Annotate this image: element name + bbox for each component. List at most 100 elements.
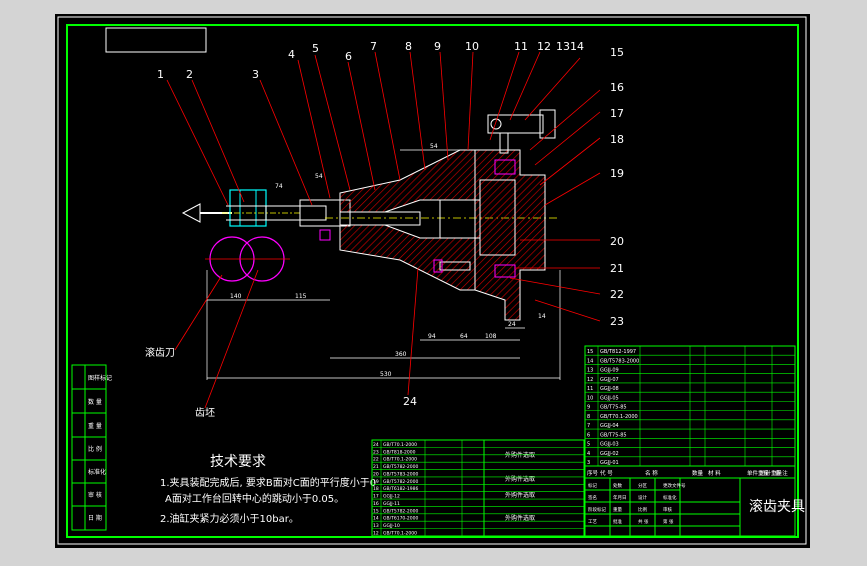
parts-left-index: 18: [373, 486, 379, 492]
parts-header-cell: 代 号: [600, 469, 613, 477]
balloon-10: 10: [465, 40, 479, 53]
parts-right-index: 5: [587, 442, 590, 448]
parts-left-index: 19: [373, 479, 379, 485]
parts-left-code: GB/T6182-1986: [383, 486, 419, 492]
balloon-9: 9: [434, 40, 441, 53]
parts-header-cell: 序号: [587, 469, 599, 477]
balloon-1: 1: [157, 68, 164, 81]
dim-115: 115: [295, 293, 307, 300]
title-block-label: 签名: [588, 494, 597, 501]
parts-right-index: 3: [587, 460, 590, 466]
parts-left-index: 23: [373, 449, 379, 455]
dim-530: 530: [380, 371, 392, 378]
balloon-24: 24: [403, 395, 417, 408]
parts-right-index: 12: [587, 377, 593, 383]
dim-108: 108: [485, 333, 497, 340]
parts-left-code: GB/T5783-2000: [383, 471, 419, 477]
balloon-23: 23: [610, 315, 624, 328]
parts-left-index: 20: [373, 471, 379, 477]
parts-right-index: 13: [587, 368, 593, 374]
code-box: [105, 27, 207, 53]
parts-right-code: GB/T812-1997: [600, 349, 636, 355]
dim-54: 54: [430, 143, 438, 150]
balloon-3: 3: [252, 68, 259, 81]
parts-header-cell: 总计重量: [760, 469, 783, 477]
dim-360: 360: [395, 351, 407, 358]
top-clamp: [487, 109, 556, 154]
parts-right-code: GB/T75-85: [600, 432, 627, 438]
balloon-18: 18: [610, 133, 624, 146]
base-flange: [439, 149, 546, 321]
tech-line-2: A面对工作台回转中心的跳动小于0.05。: [165, 492, 344, 505]
leader-lines: [166, 51, 601, 409]
inner-border: [66, 24, 799, 538]
gear-blank-label: 齿坯: [195, 407, 215, 419]
balloon-7: 7: [370, 40, 377, 53]
hob-label: 滚齿刀: [145, 346, 175, 359]
title-block-label: 标准化: [663, 494, 677, 501]
side-label-4: 比 例: [88, 445, 102, 453]
title-block-label: 审核: [663, 506, 672, 513]
dim-24: 24: [508, 321, 516, 328]
parts-left-code: GGJJ-12: [383, 494, 400, 500]
balloon-17: 17: [610, 107, 624, 120]
dim-64: 64: [460, 333, 468, 340]
model-space-background: [55, 14, 810, 548]
dim-54b: 54: [315, 173, 323, 180]
parts-right-index: 9: [587, 405, 590, 411]
parts-header-cell: 名 称: [645, 469, 658, 477]
parts-left-code: GB/T5782-2000: [383, 464, 419, 470]
balloon-6: 6: [345, 50, 352, 63]
balloon-5: 5: [312, 42, 319, 55]
balloon-12: 12: [537, 40, 551, 53]
dim-140: 140: [230, 293, 242, 300]
outer-frame: [57, 16, 807, 545]
title-block: [584, 477, 796, 537]
balloon-15: 15: [610, 46, 624, 59]
parts-left-index: 22: [373, 457, 379, 463]
bolts: [319, 229, 471, 273]
parts-right-index: 10: [587, 395, 593, 401]
parts-header-cell: 备 注: [775, 469, 788, 477]
title-block-label: 共 张: [638, 518, 649, 525]
parts-header-text: 序号代 号名 称数量材 料单件重量总计重量备 注: [587, 469, 788, 477]
arbor-shaft: [226, 199, 351, 227]
parts-left-code: GB/T6170-2000: [383, 516, 419, 522]
dimension-lines: [206, 149, 561, 380]
balloon-11: 11: [514, 40, 528, 53]
tech-requirements: 技术要求 1.夹具装配完成后, 要求B面对C面的平行度小于0 A面对工作台回转中…: [160, 454, 376, 525]
parts-right-index: 11: [587, 386, 593, 392]
parts-right-code: GGJJ-05: [600, 395, 619, 401]
parts-right-index: 7: [587, 423, 590, 429]
title-block-label: 第 张: [663, 518, 674, 525]
title-block-label: 设计: [638, 494, 647, 501]
dim-14: 14: [538, 313, 546, 320]
side-label-7: 日 期: [88, 514, 102, 522]
side-label-5: 标准化: [88, 468, 106, 476]
balloon-14: 14: [570, 40, 584, 53]
title-block-label: 工艺: [588, 519, 597, 525]
parts-right-index: 6: [587, 432, 590, 438]
parts-right-code: GGJJ-09: [600, 368, 619, 374]
parts-left-code: GB/T70.1-2000: [383, 457, 417, 463]
title-block-label: 阶段标记: [588, 506, 606, 513]
parts-left-code: GB/T5782-2000: [383, 479, 419, 485]
dim-94: 94: [428, 333, 436, 340]
parts-right-index: 15: [587, 349, 593, 355]
balloon-numbers: 1 2 3 4 5 6 7 8 9 10 11 12 13 14 15 16 1…: [157, 40, 624, 408]
parts-right-code: GGJJ-04: [600, 423, 619, 429]
side-label-3: 重 量: [88, 422, 102, 430]
balloon-22: 22: [610, 288, 624, 301]
side-table-labels: 图样标记 数 量 重 量 比 例 标准化 审 核 日 期: [88, 374, 112, 522]
parts-left-code: GGJJ-10: [383, 523, 400, 529]
dimension-values: 140 115 64 54 360 94 108 24 14 530 74 54: [230, 143, 546, 378]
parts-header-cell: 单件重量: [747, 469, 770, 477]
parts-header-cell: 数量: [692, 469, 704, 477]
side-label-6: 审 核: [88, 491, 102, 499]
parts-right-code: GGJJ-08: [600, 386, 619, 392]
parts-left-code: GB/T818-2000: [383, 449, 416, 455]
